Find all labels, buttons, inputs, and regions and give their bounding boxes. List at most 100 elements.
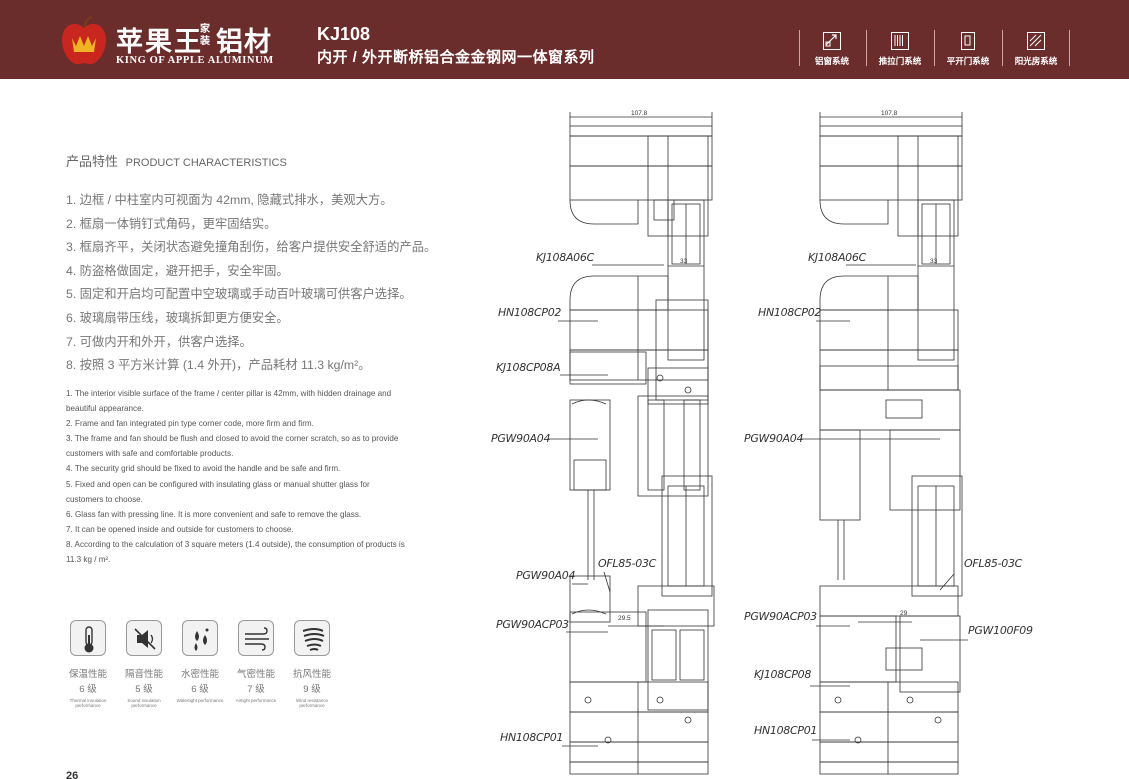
nav-divider [934,30,935,66]
brand-name-en: KING OF APPLE ALUMINUM [116,55,274,66]
part-label: HN108CP01 [500,731,564,744]
part-label: HN108CP02 [758,306,822,319]
nav-divider [1002,30,1003,66]
list-item: 4. 防盗格做固定，避开把手，安全牢固。 [66,263,289,278]
performance-airtight: 气密性能 7 级 Airtight performance [232,620,280,703]
nav-item-sunroom[interactable]: 阳光房系统 [1003,30,1069,68]
list-item: 2. 框扇一体销钉式角码，更牢固结实。 [66,216,277,231]
list-item: 1. 边框 / 中柱室内可视面为 42mm, 隐藏式排水，美观大方。 [66,193,393,207]
section-title-cn: 产品特性 [66,154,119,169]
characteristics-list-cn: 1. 边框 / 中柱室内可视面为 42mm, 隐藏式排水，美观大方。 2. 框扇… [66,190,466,379]
text-line: 11.3 kg / m². [66,555,111,565]
text-line: 8. According to the calculation of 3 squ… [66,539,405,549]
section-drawing-right: 107.8 33 29 KJ108A06C HN108CP02 PGW90A04… [740,100,1040,779]
nav-label: 平开门系统 [946,56,990,66]
dimension-label: 107.8 [631,110,648,117]
dimension-label: 29 [900,610,908,617]
list-item: 6. 玻璃扇带压线，玻璃拆卸更方便安全。 [66,310,289,325]
characteristics-text-en: 1. The interior visible surface of the f… [66,386,438,567]
performance-name-en: Wind resistance performance [295,698,328,708]
profile-section-right [800,112,968,775]
dimension-label: 33 [930,258,938,265]
part-label: PGW90A04 [744,432,804,445]
part-label: PGW100F09 [968,624,1033,637]
performance-name-en: Sound insulation performance [127,698,161,708]
text-line: 7. It can be opened inside and outside f… [66,524,294,534]
performance-watertight: 水密性能 6 级 Watertight performance [176,620,224,703]
text-line: 1. The interior visible surface of the f… [66,389,392,398]
list-item: 5. 固定和开启均可配置中空玻璃或手动百叶玻璃可供客户选择。 [66,287,412,302]
water-drops-icon [182,620,218,656]
performance-name-en: Watertight performance [176,698,224,703]
dimension-label: 107.8 [881,110,898,117]
dimension-label: 29.5 [618,615,631,622]
part-label: PGW90A04 [516,569,576,582]
part-label: KJ108A06C [808,251,866,264]
text-line: beautiful appearance. [66,404,144,414]
nav-label: 铝窗系统 [814,56,849,66]
nav-divider [1069,30,1070,66]
performance-name: 隔音性能 [124,669,163,680]
page-number: 26 [66,770,79,779]
performance-level: 5 级 [135,684,153,695]
performance-level: 7 级 [247,684,265,695]
performance-level: 6 级 [191,684,209,695]
brand-name-cn: 苹果王 [116,27,203,58]
list-item: 8. 按照 3 平方米计算 (1.4 外开)，产品耗材 11.3 kg/m²。 [66,358,371,373]
text-line: 5. Fixed and open can be configured with… [66,479,370,489]
text-line: 4. The security grid should be fixed to … [66,464,341,474]
apple-logo-icon [62,16,106,65]
part-label: OFL85-03C [598,557,657,570]
nav-item-sliding-door[interactable]: 推拉门系统 [867,30,933,68]
text-line: customers with safe and comfortable prod… [66,449,234,459]
nav-divider [866,30,867,66]
part-label: KJ108CP08A [496,361,561,374]
performance-level: 6 级 [79,684,97,695]
text-line: 3. The frame and fan should be flush and… [66,434,399,444]
model-code: KJ108 [317,24,371,44]
part-label: HN108CP02 [498,306,562,319]
part-label: PGW90ACP03 [744,610,817,623]
header-bar: 苹果王 家装 铝材 KING OF APPLE ALUMINUM KJ108 内… [0,0,1129,79]
brand-logo[interactable]: 苹果王 家装 铝材 KING OF APPLE ALUMINUM [58,14,288,70]
performance-name: 气密性能 [236,669,275,680]
window-icon [823,32,841,50]
nav-label: 推拉门系统 [878,56,922,66]
section-drawing-left: 107.8 33 29.5 KJ108A06C HN108CP02 KJ108C… [488,100,748,779]
performance-name: 保温性能 [68,669,107,680]
performance-thermal: 保温性能 6 级 Thermal insulation performance [64,620,112,708]
part-label: KJ108CP08 [754,668,812,681]
performance-name-en: Thermal insulation performance [69,698,107,708]
part-label: OFL85-03C [964,557,1023,570]
dimension-label: 33 [680,258,688,265]
series-title: 内开 / 外开断桥铝合金金钢网一体窗系列 [317,49,595,66]
casement-door-icon [961,32,975,50]
part-label: KJ108A06C [536,251,594,264]
text-line: customers to choose. [66,494,143,504]
performance-wind: 抗风性能 9 级 Wind resistance performance [288,620,336,708]
airflow-icon [238,620,274,656]
sunroom-icon [1027,32,1045,50]
part-label: PGW90ACP03 [496,618,569,631]
section-title-en: PRODUCT CHARACTERISTICS [125,157,287,169]
sliding-door-icon [891,32,909,50]
list-item: 3. 框扇齐平，关闭状态避免撞角刮伤，给客户提供安全舒适的产品。 [66,240,437,255]
nav-item-window[interactable]: 铝窗系统 [799,30,865,68]
brand-name-cn-2: 铝材 [216,27,272,58]
text-line: 6. Glass fan with pressing line. It is m… [66,509,362,519]
section-title: 产品特性 PRODUCT CHARACTERISTICS [66,151,287,170]
nav-label: 阳光房系统 [1014,56,1058,66]
performance-name: 水密性能 [180,669,219,680]
thermometer-icon [70,620,106,656]
muted-speaker-icon [126,620,162,656]
profile-section-left [548,112,715,775]
performance-name-en: Airtight performance [235,698,277,703]
text-line: 2. Frame and fan integrated pin type cor… [66,419,314,429]
performance-name: 抗风性能 [292,669,331,680]
nav-item-casement-door[interactable]: 平开门系统 [935,30,1001,68]
performance-level: 9 级 [303,684,321,695]
part-label: HN108CP01 [754,724,818,737]
performance-sound: 隔音性能 5 级 Sound insulation performance [120,620,168,708]
nav-divider [799,30,800,66]
wind-icon [294,620,330,656]
